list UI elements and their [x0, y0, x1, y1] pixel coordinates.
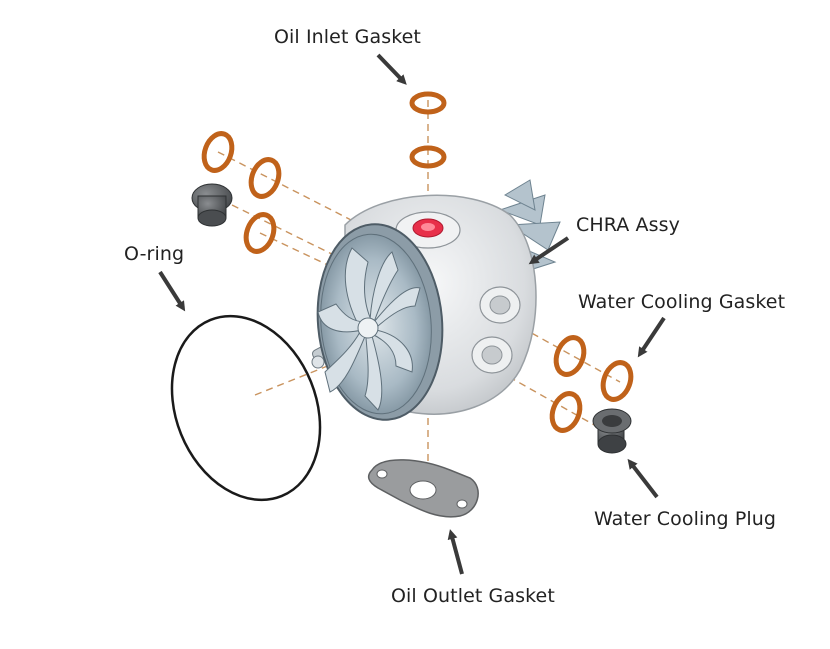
- arrow-water-plug: [627, 458, 659, 499]
- o-ring-label: O-ring: [124, 243, 185, 265]
- callout-arrows: [158, 53, 666, 575]
- water-cooling-plug: [592, 408, 632, 454]
- arrow-chra: [528, 236, 570, 265]
- water-gasket-3: [549, 391, 583, 433]
- water-cooling-gaskets: [549, 335, 634, 433]
- arrow-o-ring: [158, 270, 186, 312]
- left-gasket-3: [243, 212, 277, 254]
- middle-left-axis: [231, 204, 341, 259]
- oil-inlet-gasket-upper: [409, 91, 447, 115]
- arrow-oil-outlet: [447, 529, 464, 575]
- water-cooling-plug-label: Water Cooling Plug: [594, 508, 777, 530]
- left-gasket-2: [248, 157, 282, 199]
- arrow-oil-inlet: [376, 53, 407, 85]
- arrow-water-gasket: [637, 316, 666, 358]
- left-water-plug: [191, 183, 233, 227]
- compressor-blades: [317, 247, 421, 411]
- chra-assy-label: CHRA Assy: [576, 214, 680, 236]
- oil-outlet-gasket-label: Oil Outlet Gasket: [391, 585, 555, 607]
- left-gasket-1: [201, 131, 235, 173]
- upper-left-axis: [217, 151, 356, 223]
- water-gasket-1: [553, 335, 587, 377]
- o-ring: [170, 314, 322, 502]
- compressor-hub: [357, 317, 379, 339]
- shaft-axis: [254, 364, 331, 396]
- chra-assembly: [316, 179, 561, 421]
- left-gaskets: [201, 131, 282, 254]
- water-cooling-gasket-label: Water Cooling Gasket: [578, 291, 786, 313]
- oil-inlet-gasket-lower: [409, 145, 447, 169]
- water-gasket-2: [600, 360, 634, 402]
- oil-inlet-gasket-label: Oil Inlet Gasket: [274, 26, 421, 48]
- oil-inlet-gaskets: [409, 91, 447, 169]
- oil-outlet-gasket: [367, 459, 479, 518]
